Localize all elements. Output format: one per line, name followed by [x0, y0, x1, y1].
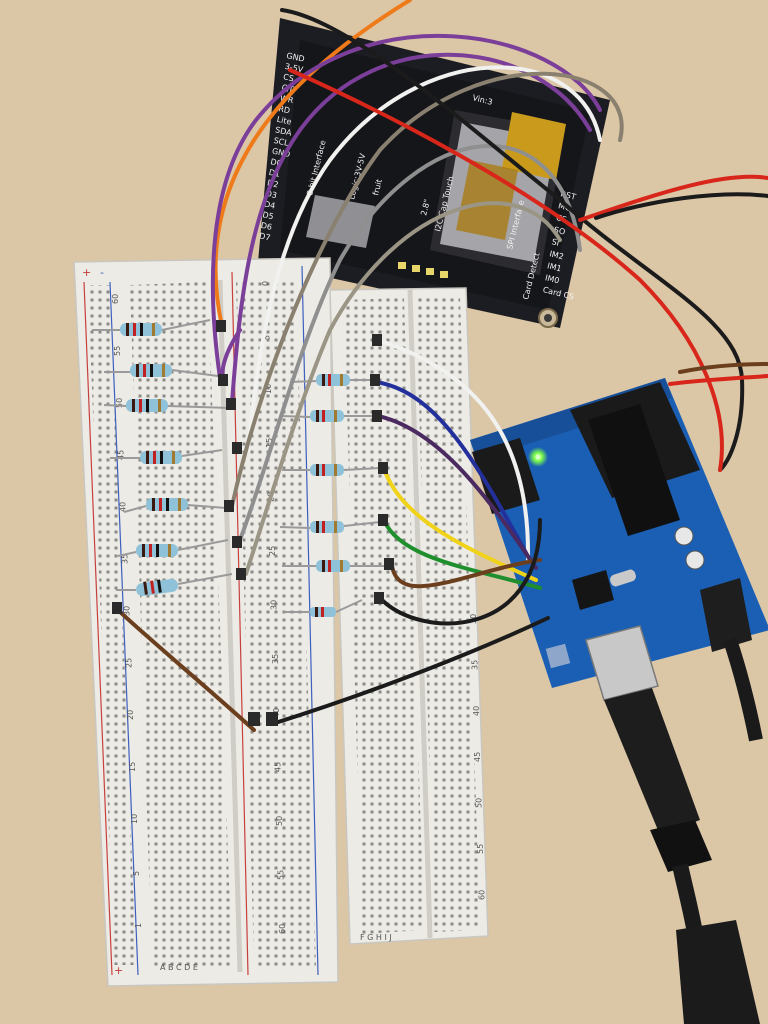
row-number: 50 [475, 798, 484, 808]
display-pin-label: GND [286, 51, 306, 64]
resistor [103, 399, 231, 412]
resistor [282, 464, 381, 476]
rail-plus-bottom-left: + [114, 964, 123, 977]
row-number: 35 [271, 654, 280, 664]
row-number: 20 [126, 710, 135, 720]
resistor [282, 560, 386, 572]
wire-blue [374, 380, 532, 562]
wire-grey-2 [238, 144, 582, 542]
wire-brown [390, 558, 542, 589]
resistor [123, 498, 227, 513]
wire-grey-3 [244, 201, 562, 576]
wire-black-long [270, 616, 550, 726]
usb-cable [604, 688, 760, 1024]
wire-black-display [280, 8, 745, 472]
row-number: 15 [128, 762, 137, 772]
display-brand-text: fruit [371, 178, 384, 196]
display-pin-label: SI [551, 237, 560, 248]
display-pin-label: IM0 [544, 273, 560, 285]
display-size-text: 2.8" [419, 198, 432, 216]
row-number: 55 [113, 346, 122, 356]
row-number: 10 [130, 814, 139, 824]
display-pin-label: SO [553, 225, 566, 236]
display-pin-label: D3 [265, 189, 278, 200]
row-number: 35 [470, 660, 479, 670]
wire-black-right [594, 192, 768, 220]
wire-black-breadboard [378, 518, 542, 626]
display-pin-label: SDA [274, 125, 293, 137]
row-number: 5 [132, 871, 141, 876]
row-number: 45 [274, 762, 283, 772]
power-cable [723, 637, 763, 742]
wire-red-3 [668, 374, 768, 386]
row-number: 55 [276, 870, 285, 880]
resistor [279, 521, 381, 533]
wire-red-1 [288, 68, 724, 472]
row-number: 60 [278, 924, 287, 934]
wire-connectors [112, 320, 394, 726]
resistor [284, 599, 363, 617]
breadboard-left-row-numbers: 60 55 50 45 40 35 30 25 20 15 10 5 1 [111, 294, 143, 928]
wire-red-2 [578, 174, 768, 222]
display-pin-label: D0 [270, 157, 283, 168]
wire-white [376, 338, 531, 562]
display-pin-label: CS [282, 72, 294, 83]
rail-plus-top-left: + [82, 266, 91, 279]
arduino-uno-board [470, 378, 768, 701]
bottom-letters-right: F G H I J [360, 933, 392, 942]
wire-green [382, 518, 542, 590]
resistor [110, 449, 223, 464]
row-number: 45 [117, 450, 126, 460]
resistor [117, 539, 229, 557]
row-number: 40 [472, 706, 481, 716]
display-pin-label: IM2 [549, 249, 565, 261]
row-number: 30 [269, 600, 278, 610]
wire-grey-1 [230, 71, 624, 508]
wire-purple-1 [210, 33, 602, 380]
row-number: 40 [119, 502, 128, 512]
resistor [281, 410, 372, 422]
rail-minus-top-left: - [100, 266, 104, 279]
row-number: 5 [262, 335, 271, 340]
display-pin-label: SCL [273, 136, 290, 148]
row-number: 60 [111, 294, 120, 304]
wire-brown-diagonal [116, 608, 256, 732]
row-number: 1 [134, 923, 143, 928]
display-pin-label: D5 [262, 210, 275, 221]
display-pin-label: D6 [260, 221, 273, 232]
wire-yellow [382, 466, 538, 582]
row-number: 50 [115, 398, 124, 408]
wire-white-display [246, 65, 602, 452]
jumper-wires [116, 0, 768, 732]
row-number: 0 [261, 281, 270, 286]
resistor-group-middle [279, 374, 386, 617]
bottom-letters-left: A B C D E [160, 963, 198, 972]
row-number: 35 [121, 554, 130, 564]
row-number: 50 [275, 816, 284, 826]
row-number: 45 [473, 752, 482, 762]
display-pin-label: RD [278, 104, 291, 115]
row-number: 10 [264, 384, 273, 394]
display-pin-label: D7 [258, 231, 271, 242]
resistor-group-left [92, 319, 233, 597]
display-pin-label: MO [557, 201, 572, 213]
display-pin-label: Lite [276, 115, 292, 127]
row-number: 60 [477, 890, 486, 900]
row-number: 25 [124, 658, 133, 668]
row-number: 55 [476, 844, 485, 854]
wire-orange [213, 0, 412, 328]
resistor [92, 319, 211, 336]
wire-dark-purple [376, 414, 538, 570]
row-number: 30 [122, 606, 131, 616]
wire-brown-right [678, 362, 768, 374]
display-pin-label: IM1 [546, 261, 562, 273]
display-pin-label: D4 [263, 200, 276, 211]
resistor [104, 364, 219, 377]
resistor [116, 573, 233, 597]
row-number: 15 [265, 438, 274, 448]
row-number: 25 [268, 546, 277, 556]
